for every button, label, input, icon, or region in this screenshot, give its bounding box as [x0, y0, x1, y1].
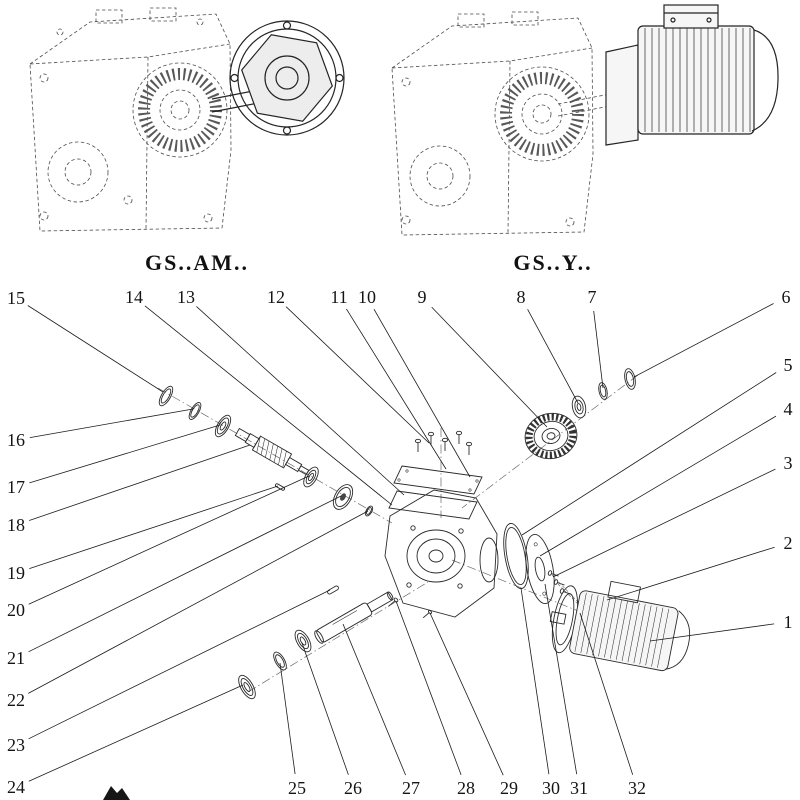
gs-am-housing [29, 7, 232, 232]
part-bearing-17 [214, 414, 232, 438]
leader-line-1 [649, 623, 775, 642]
part-bearing-26 [294, 629, 312, 653]
leader-line-15 [27, 305, 164, 393]
part-ring-22 [364, 505, 374, 517]
part-o-ring-5 [503, 522, 529, 590]
part-snap-ring-25 [273, 651, 287, 671]
part-cover-bolts-12 [414, 430, 473, 455]
exploded-view [27, 303, 777, 782]
leader-line-27 [342, 623, 406, 776]
leader-line-6 [633, 303, 774, 378]
leader-line-26 [301, 642, 349, 775]
leader-line-32 [579, 612, 634, 775]
part-bearing-20 [303, 466, 319, 488]
leader-line-14 [144, 305, 393, 506]
leader-line-24 [28, 684, 244, 782]
leader-line-19 [29, 485, 279, 569]
model-label-gs-y: GS..Y.. [513, 250, 593, 275]
part-gasket-13 [388, 490, 478, 520]
part-bolt-28 [388, 597, 399, 607]
gs-y-housing [391, 11, 611, 236]
leader-line-13 [196, 306, 405, 496]
leader-line-7 [593, 310, 604, 389]
leader-line-31 [544, 583, 578, 775]
part-output-shaft-27 [314, 591, 394, 644]
leader-line-25 [279, 662, 296, 775]
part-worm-shaft-18 [234, 427, 310, 476]
leader-line-18 [29, 444, 251, 521]
leader-line-2 [606, 546, 775, 601]
leader-line-17 [29, 424, 221, 484]
leader-line-22 [28, 510, 369, 694]
part-pin-29 [422, 609, 432, 619]
leader-line-23 [28, 589, 331, 740]
leader-line-3 [552, 468, 776, 578]
leader-line-20 [28, 475, 310, 605]
leader-line-8 [527, 309, 579, 404]
part-ring-6 [624, 368, 636, 390]
leader-line-5 [521, 372, 777, 536]
leader-line-28 [395, 600, 462, 776]
leader-line-11 [346, 308, 447, 470]
part-ring-16 [188, 402, 202, 420]
logo-mark [103, 786, 130, 800]
part-key-pin-19 [275, 483, 285, 491]
part-housing-body [384, 489, 499, 618]
leader-line-9 [431, 306, 548, 428]
leader-line-30 [520, 587, 550, 775]
leader-line-4 [539, 415, 777, 557]
part-ring-15 [158, 385, 174, 407]
part-top-cover-11 [393, 465, 483, 495]
part-input-gear-9 [524, 412, 578, 460]
leader-line-29 [429, 612, 504, 776]
part-worm-wheel-21 [332, 484, 354, 510]
leader-line-12 [285, 306, 430, 444]
leader-lines [27, 303, 777, 782]
part-bearing-8 [571, 395, 587, 419]
leader-line-16 [29, 408, 194, 438]
part-motor [549, 580, 691, 672]
part-snap-ring-7 [598, 382, 608, 400]
gs-y-motor [605, 4, 779, 146]
leader-line-21 [28, 495, 342, 653]
part-adapter-flange-4 [525, 534, 555, 604]
model-label-gs-am: GS..AM.. [145, 250, 249, 275]
part-key-23 [327, 585, 339, 595]
gs-am-output-flange [211, 20, 345, 136]
leader-line-10 [373, 309, 471, 478]
